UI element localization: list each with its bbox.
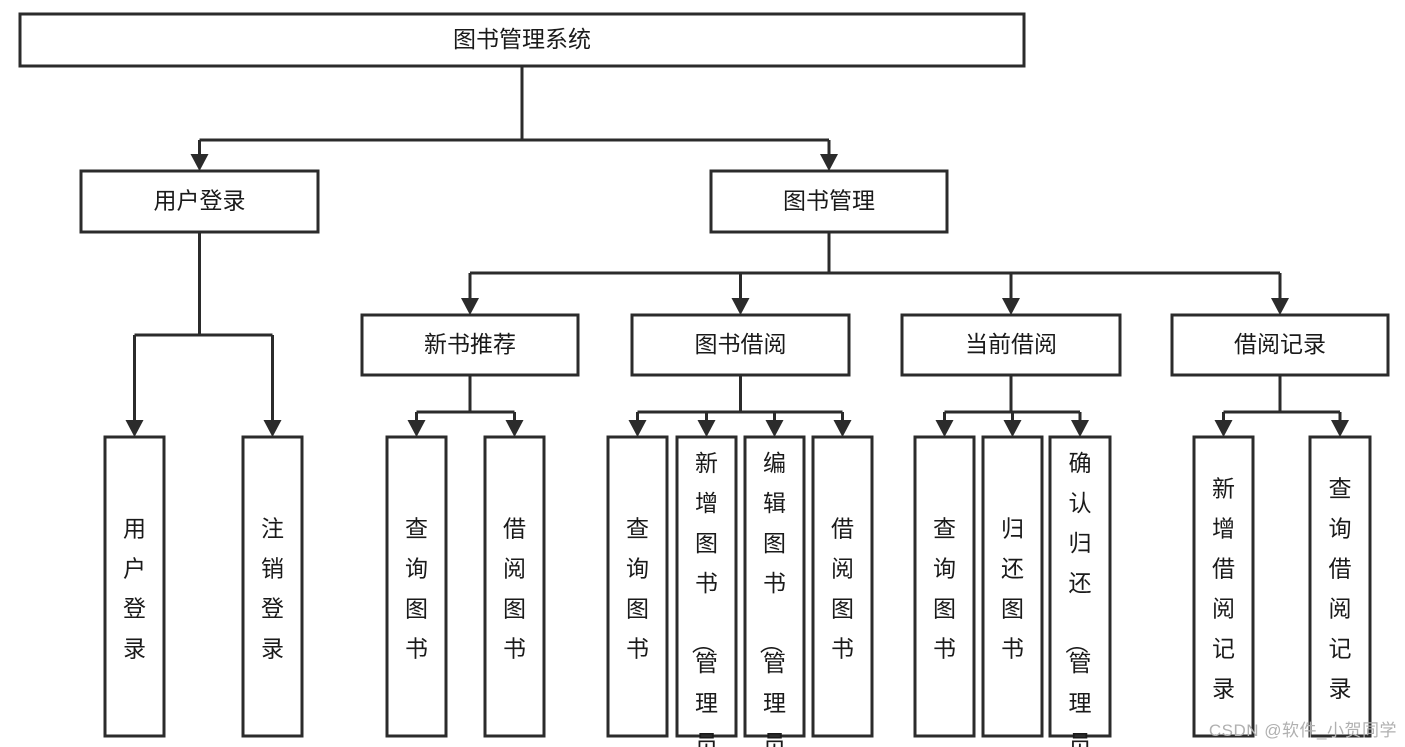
node-label: 图书管理 [783,188,875,214]
node-level3[interactable]: 新书推荐 [360,313,580,377]
leaf-label: 注销登录 [261,516,284,662]
leaf-label: 新增图书（管理员） [690,450,718,747]
leaf-node[interactable]: 查询借阅记录 [1308,435,1372,738]
leaf-label: 用户登录 [123,516,146,662]
leaf-label: 查询图书 [405,516,428,662]
leaf-label: 确认归还（管理员） [1064,450,1092,747]
node-layer: 图书管理系统用户登录图书管理新书推荐图书借阅当前借阅借阅记录用户登录注销登录查询… [18,12,1390,747]
leaf-node[interactable]: 查询图书 [913,435,976,738]
leaf-node[interactable]: 编辑图书（管理员） [743,435,806,747]
leaf-node[interactable]: 归还图书 [981,435,1044,738]
leaf-node[interactable]: 用户登录 [103,435,166,738]
node-label: 图书管理系统 [453,26,591,52]
leaf-node[interactable]: 新增借阅记录 [1192,435,1255,738]
node-label: 图书借阅 [695,331,787,357]
node-level3[interactable]: 当前借阅 [900,313,1122,377]
leaf-node[interactable]: 查询图书 [606,435,669,738]
leaf-label: 借阅图书 [503,516,526,662]
leaf-label: 新增借阅记录 [1212,476,1235,702]
node-label: 新书推荐 [424,331,516,357]
connector-layer [125,66,1349,437]
leaf-node[interactable]: 借阅图书 [483,435,546,738]
leaf-node[interactable]: 查询图书 [385,435,448,738]
leaf-label: 查询图书 [626,516,649,662]
node-level2[interactable]: 用户登录 [79,169,320,234]
leaf-node[interactable]: 注销登录 [241,435,304,738]
leaf-label: 查询图书 [933,516,956,662]
leaf-label: 编辑图书（管理员） [758,450,786,747]
node-root[interactable]: 图书管理系统 [18,12,1026,68]
leaf-label: 查询借阅记录 [1329,476,1352,702]
leaf-node[interactable]: 借阅图书 [811,435,874,738]
node-level2[interactable]: 图书管理 [709,169,949,234]
node-level3[interactable]: 借阅记录 [1170,313,1390,377]
node-level3[interactable]: 图书借阅 [630,313,851,377]
node-label: 当前借阅 [965,331,1057,357]
leaf-label: 借阅图书 [831,516,854,662]
csdn-watermark: CSDN @软件_小贺同学 [1208,721,1397,740]
leaf-label: 归还图书 [1001,516,1024,662]
leaf-node[interactable]: 新增图书（管理员） [675,435,738,747]
node-label: 借阅记录 [1234,331,1326,357]
leaf-node[interactable]: 确认归还（管理员） [1048,435,1112,747]
node-label: 用户登录 [154,188,246,214]
